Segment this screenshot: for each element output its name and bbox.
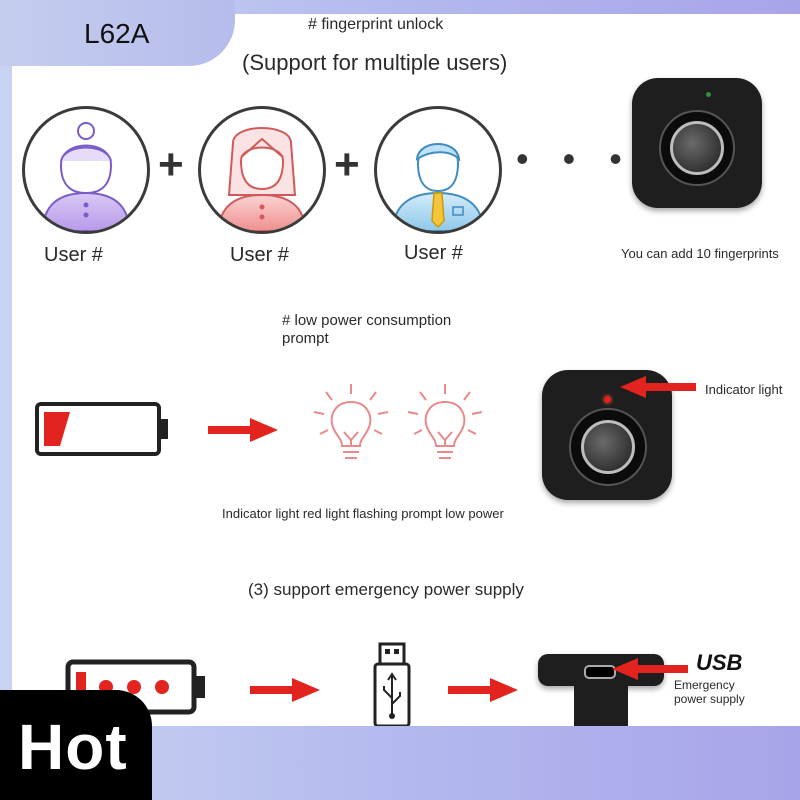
user-avatar-3: [374, 106, 502, 234]
fingerprint-lock-device: [632, 78, 762, 208]
usb-cable-icon: [373, 642, 411, 726]
section1-title: # fingerprint unlock: [308, 16, 444, 33]
emergency-label-line1: Emergency: [674, 678, 735, 692]
user-avatar-1: [22, 106, 150, 234]
fingerprint-sensor-icon: [581, 420, 635, 474]
usb-label: USB: [696, 650, 743, 675]
arrow-right-icon: [448, 678, 518, 702]
user-label-3: User #: [404, 242, 463, 264]
indicator-light-label: Indicator light: [705, 382, 783, 397]
product-canvas: # fingerprint unlock (Support for multip…: [12, 14, 800, 726]
fingerprint-sensor-icon: [670, 121, 724, 175]
hot-badge: Hot: [0, 690, 152, 800]
plus-sign-2: +: [334, 140, 360, 189]
device-caption: You can add 10 fingerprints: [621, 246, 779, 261]
flashing-bulb-icon: [313, 384, 389, 459]
grandma-avatar-icon: [41, 122, 131, 231]
fingerprint-lock-device-low-power: [542, 370, 672, 500]
arrow-right-icon: [208, 418, 278, 442]
usb-port-icon: [584, 665, 616, 679]
red-indicator-led: [604, 396, 611, 403]
status-led: [706, 92, 711, 97]
user-avatar-2: [198, 106, 326, 234]
device-stem: [574, 684, 628, 726]
arrow-left-icon: [620, 376, 696, 398]
arrow-left-icon: [612, 658, 688, 680]
flashing-bulb-icon: [407, 384, 483, 459]
section3-title: (3) support emergency power supply: [248, 580, 524, 599]
plus-sign-1: +: [158, 140, 184, 189]
emergency-label-line2: power supply: [674, 692, 745, 706]
model-name: L62A: [84, 18, 150, 49]
arrow-right-icon: [250, 678, 320, 702]
low-power-caption: Indicator light red light flashing promp…: [222, 506, 504, 521]
section2-title-line2: prompt: [282, 330, 329, 347]
woman-avatar-icon: [217, 127, 307, 231]
section1-subtitle: (Support for multiple users): [242, 50, 508, 75]
model-tag: L62A: [0, 0, 235, 66]
hot-badge-text: Hot: [18, 711, 128, 783]
section2-title-line1: # low power consumption: [282, 312, 452, 329]
man-avatar-icon: [391, 143, 485, 231]
user-label-1: User #: [44, 244, 103, 266]
user-label-2: User #: [230, 244, 289, 266]
low-battery-icon: [35, 402, 168, 456]
